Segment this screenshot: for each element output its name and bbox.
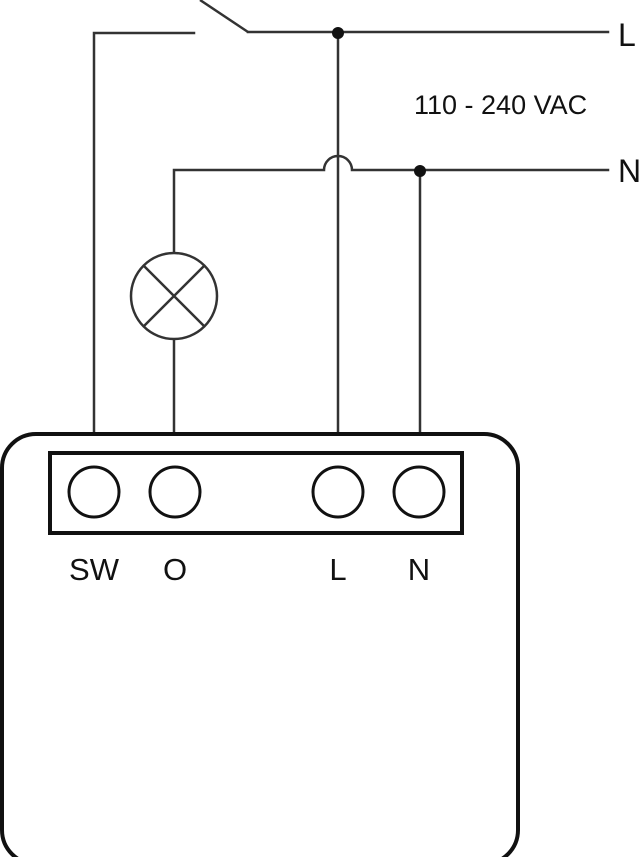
terminal-o: [148, 465, 202, 519]
terminal-n-label: N: [408, 552, 430, 587]
terminal-sw-label: SW: [69, 552, 120, 587]
line-junction-dot: [332, 27, 344, 39]
terminal-l: [311, 465, 365, 519]
terminal-n: [392, 465, 446, 519]
line-label: L: [618, 17, 636, 53]
neutral-wire: [172, 154, 610, 254]
voltage-label: 110 - 240 VAC: [414, 90, 587, 120]
neutral-label: N: [618, 153, 640, 189]
terminal-l-label: L: [329, 552, 346, 587]
switch-icon: [92, 0, 249, 434]
lamp-icon: [129, 251, 219, 341]
relay-device-body: [0, 432, 520, 857]
terminal-o-label: O: [163, 552, 187, 587]
terminal-sw: [67, 465, 121, 519]
neutral-junction-dot: [414, 165, 426, 177]
